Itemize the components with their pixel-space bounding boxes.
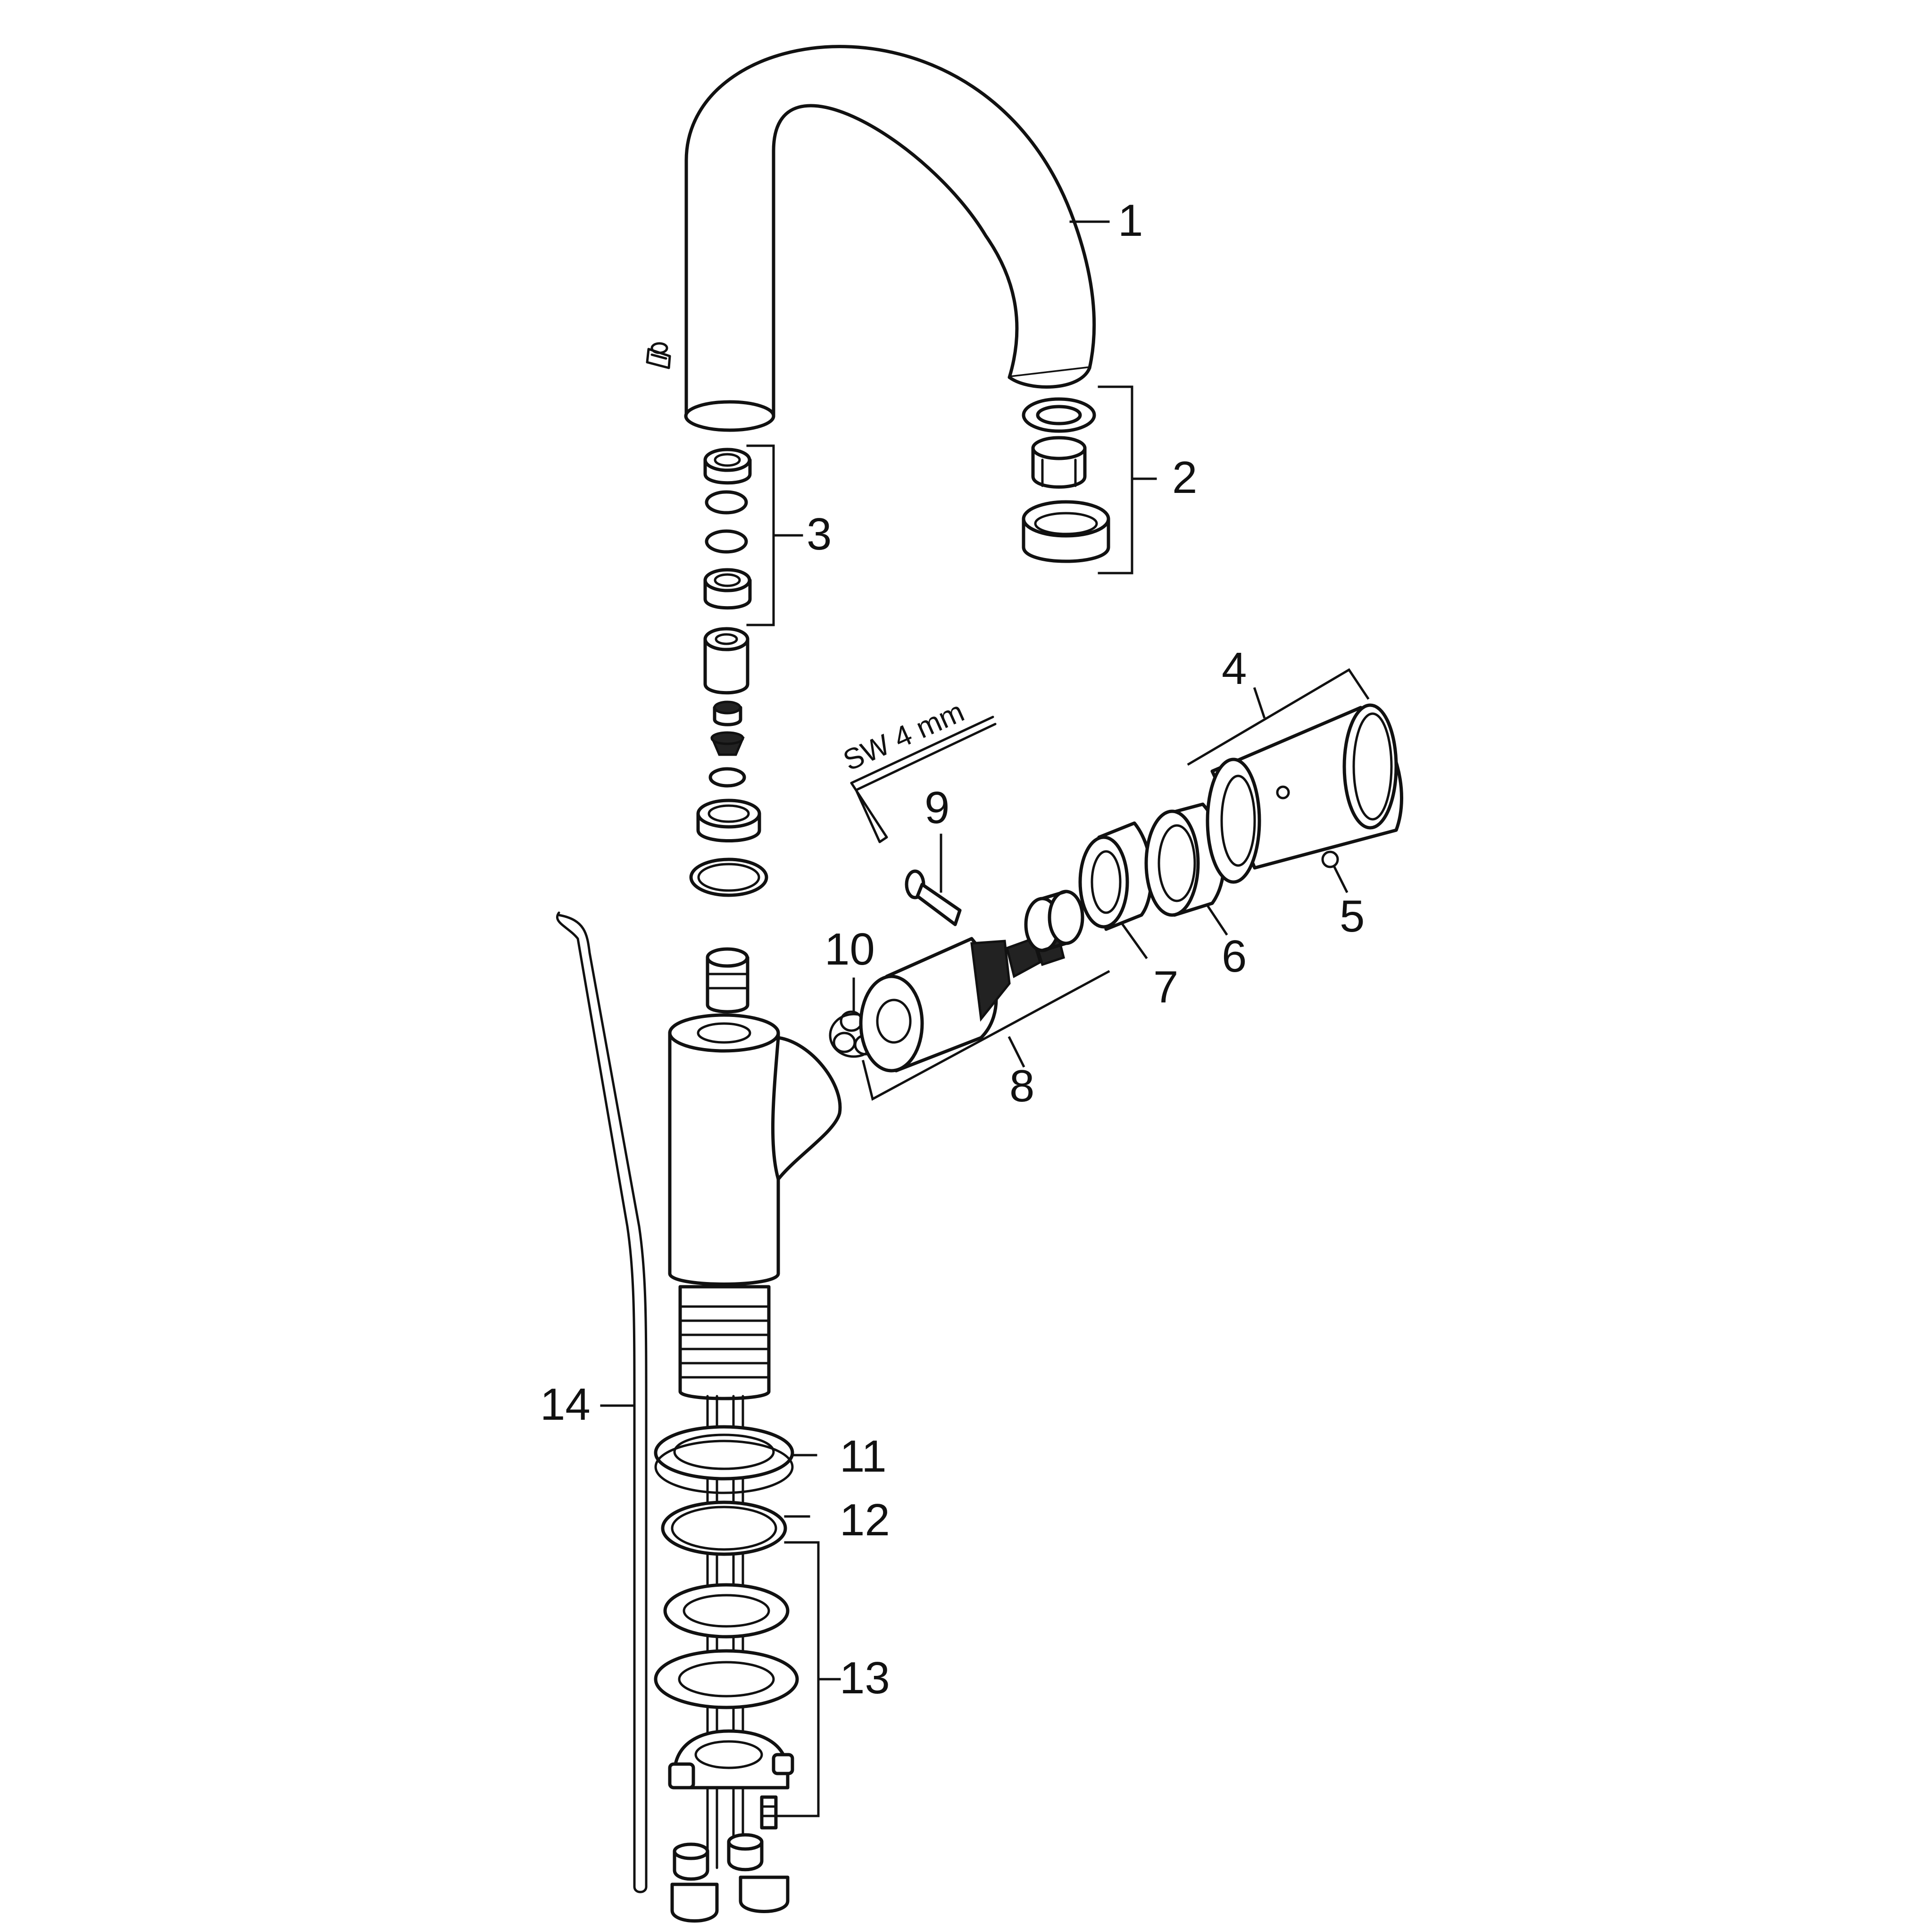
grub-screw (905, 869, 962, 926)
callout-4: 4 (1222, 643, 1247, 694)
callout-9: 9 (924, 783, 949, 833)
callout-1: 1 (1118, 195, 1143, 246)
callout-7: 7 (1153, 962, 1178, 1012)
aerator-set (1022, 397, 1110, 563)
callout-14: 14 (540, 1379, 591, 1430)
callout-2: 2 (1172, 452, 1197, 503)
hose-connection-set (703, 448, 752, 610)
callout-10: 10 (824, 924, 875, 974)
callout-labels: 1 2 3 4 5 6 7 8 9 10 11 12 13 14 (540, 195, 1365, 1703)
mounting-washer (654, 1425, 794, 1494)
seal-ring (661, 1500, 787, 1556)
fixing-set (654, 1583, 799, 1923)
allen-key (850, 716, 997, 843)
callout-3: 3 (807, 509, 832, 559)
callout-12: 12 (840, 1495, 890, 1545)
mixer-body (668, 947, 842, 1869)
spout (684, 45, 1096, 432)
handle-screw (1321, 850, 1339, 868)
callout-13: 13 (840, 1653, 890, 1703)
hose-connector-parts (689, 627, 768, 897)
callout-8: 8 (1009, 1061, 1034, 1111)
threaded-ring (1078, 821, 1153, 931)
handle (1206, 703, 1403, 884)
callout-6: 6 (1222, 931, 1247, 982)
rod-outline (556, 911, 648, 1893)
callout-5: 5 (1340, 891, 1365, 941)
callout-11: 11 (840, 1431, 887, 1482)
leader-lines (600, 220, 1370, 1817)
cartridge (859, 928, 1065, 1073)
small-screw (646, 342, 671, 369)
cartridge-nut (1024, 890, 1084, 952)
rod (558, 914, 648, 1888)
